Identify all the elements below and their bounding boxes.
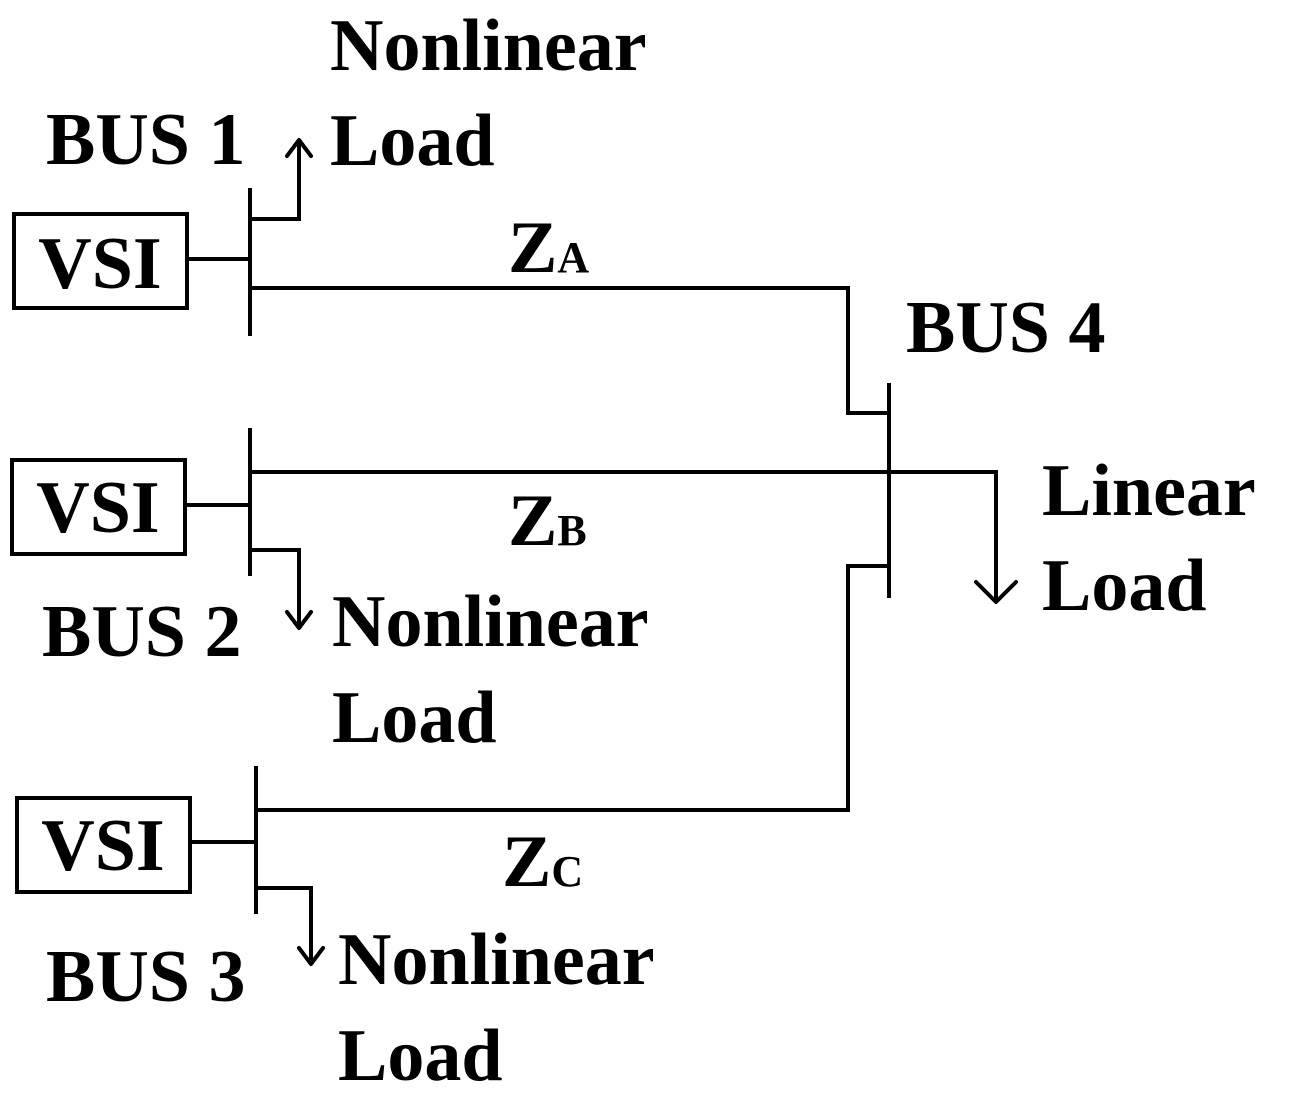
bus-2-group: VSI BUS 2 Nonlinear Load bbox=[10, 428, 649, 759]
vsi-3-label: VSI bbox=[41, 805, 164, 887]
bus-1-load-line2: Load bbox=[330, 100, 495, 182]
line-c bbox=[254, 564, 891, 812]
impedance-b-main: Z bbox=[508, 480, 557, 562]
impedance-b-subscript: B bbox=[557, 506, 586, 555]
impedance-b-label: ZB bbox=[508, 480, 587, 562]
line-a-group: ZA bbox=[248, 207, 891, 415]
bus-3-load-line1: Nonlinear bbox=[338, 919, 655, 1001]
bus-1-group: VSI BUS 1 Nonlinear Load bbox=[12, 5, 647, 336]
vsi-1-label: VSI bbox=[38, 223, 161, 305]
linear-load-feeder bbox=[887, 470, 998, 602]
vsi-3-box bbox=[15, 796, 192, 894]
linear-load-arrowhead bbox=[974, 580, 1018, 604]
bus-2-load-line1: Nonlinear bbox=[332, 581, 649, 663]
impedance-c-main: Z bbox=[502, 821, 551, 903]
linear-load-line1: Linear bbox=[1042, 450, 1256, 532]
bus-1-load-feeder bbox=[248, 140, 301, 221]
line-c-group: ZC bbox=[254, 564, 891, 903]
impedance-c-label: ZC bbox=[502, 821, 583, 903]
vsi-2-box bbox=[10, 458, 187, 556]
impedance-c-subscript: C bbox=[551, 847, 583, 896]
vsi-1-box bbox=[12, 212, 189, 310]
bus-2-load-arrowhead bbox=[285, 610, 313, 630]
line-b-group: ZB bbox=[248, 470, 891, 562]
linear-load-line2: Load bbox=[1042, 545, 1207, 627]
bus-3-load-line2: Load bbox=[338, 1015, 503, 1097]
bus-3-group: VSI BUS 3 Nonlinear Load bbox=[15, 766, 655, 1097]
bus-1-label: BUS 1 bbox=[46, 99, 245, 181]
bus-3-load-arrowhead bbox=[297, 946, 325, 966]
bus-2-load-line2: Load bbox=[332, 677, 497, 759]
bus-1-load-arrowhead bbox=[285, 138, 313, 158]
bus-1-load-line1: Nonlinear bbox=[330, 5, 647, 87]
bus-2-label: BUS 2 bbox=[42, 591, 241, 673]
line-a bbox=[248, 286, 891, 415]
impedance-a-subscript: A bbox=[557, 233, 589, 282]
bus-4-label: BUS 4 bbox=[906, 287, 1105, 369]
bus-4-group: BUS 4 Linear Load bbox=[887, 287, 1256, 627]
vsi-2-label: VSI bbox=[36, 467, 159, 549]
bus-2-load-feeder bbox=[248, 548, 301, 628]
bus-3-load-feeder bbox=[254, 886, 313, 964]
bus-3-label: BUS 3 bbox=[46, 936, 245, 1018]
impedance-a-label: ZA bbox=[508, 207, 589, 289]
impedance-a-main: Z bbox=[508, 207, 557, 289]
